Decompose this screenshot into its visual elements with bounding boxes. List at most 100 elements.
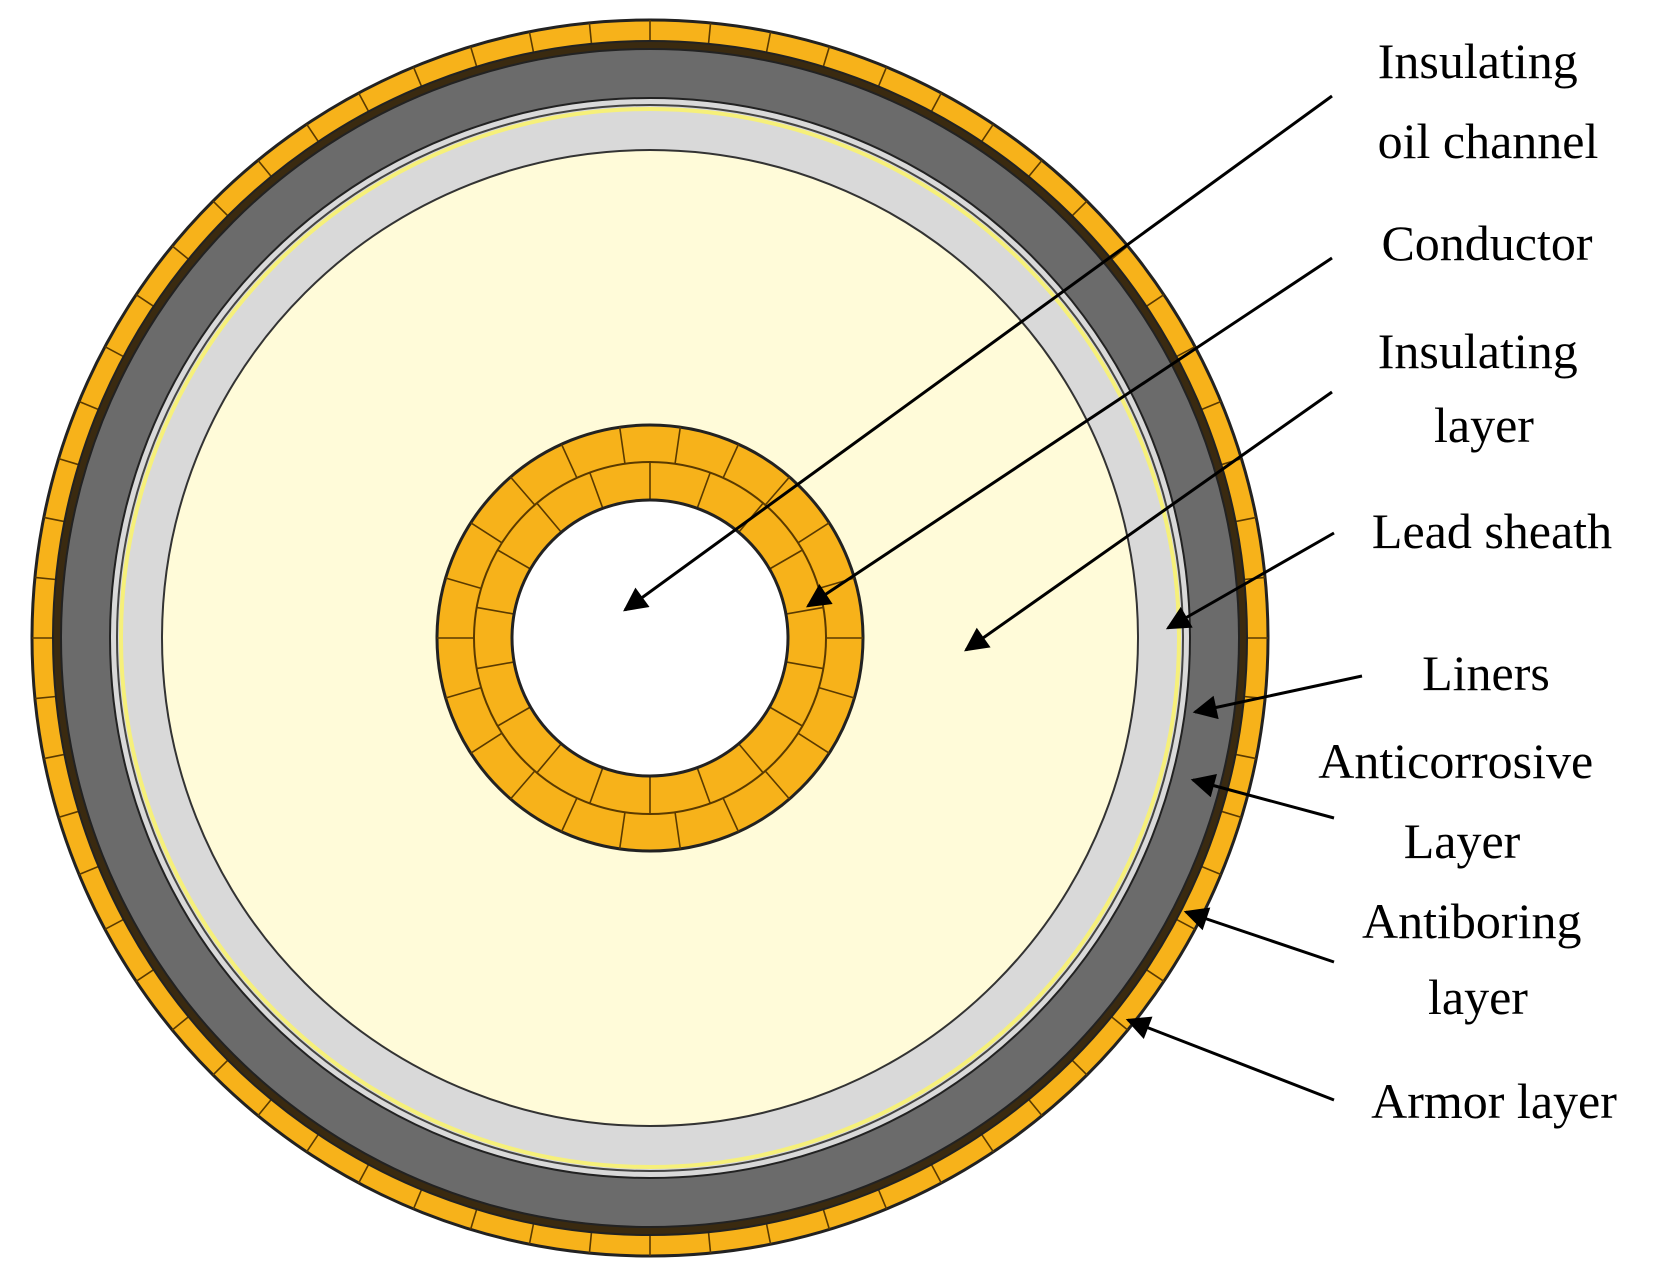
- armor-segment-seam: [877, 1189, 888, 1210]
- armor-segment-seam: [1201, 400, 1222, 411]
- label-insulating-layer-line2: layer: [1434, 397, 1534, 453]
- armor-segment-seam: [1071, 1059, 1088, 1076]
- armor-segment-seam: [981, 123, 995, 143]
- label-oil-channel-line1: Insulating: [1378, 33, 1578, 89]
- armor-segment-seam: [1071, 200, 1088, 217]
- conductor-segment-seam: [785, 606, 824, 615]
- conductor-segment-seam: [797, 522, 830, 544]
- armor-segment-seam: [528, 1223, 535, 1245]
- armor-segment-seam: [412, 1189, 423, 1210]
- armor-segment-seam: [1235, 516, 1257, 523]
- armor-segment-seam: [930, 1164, 943, 1184]
- armor-segment-seam: [412, 66, 423, 87]
- label-anticorrosive-layer: Anticorrosive Layer: [1318, 733, 1605, 869]
- cable-cross-section: [30, 18, 1270, 1258]
- conductor-segment-seam: [470, 732, 503, 754]
- liners: [119, 107, 1181, 1169]
- armor-segment-seam: [588, 1232, 593, 1254]
- armor-segment-seam: [1028, 159, 1043, 178]
- armor-segment-seam: [765, 31, 772, 53]
- label-oil-channel-line2: oil channel: [1378, 113, 1599, 169]
- armor-segment-seam: [171, 1016, 190, 1031]
- armor-segment-seam: [58, 810, 79, 819]
- armor-segment-seam: [58, 457, 79, 466]
- armor-segment-seam: [357, 92, 370, 112]
- arrow-lead-sheath: [1165, 531, 1335, 630]
- callout-arrows: [623, 94, 1363, 1102]
- label-conductor-line1: Conductor: [1381, 215, 1592, 271]
- armor-segment-seam: [257, 159, 272, 178]
- insulating-oil-channel: [510, 498, 790, 778]
- arrow-insulating-layer: [964, 390, 1333, 652]
- conductor-segment-seam: [470, 522, 503, 544]
- conductor-segment-seam: [497, 549, 531, 570]
- conductor-segment-seam: [589, 472, 604, 509]
- armor-segment-seam: [104, 918, 124, 931]
- label-armor-layer-line1: Armor layer: [1371, 1073, 1617, 1129]
- conductor-segment-seam: [509, 770, 536, 800]
- arrow-liners: [1192, 674, 1363, 720]
- label-oil-channel: Insulating oil channel: [1378, 33, 1599, 169]
- armor-segment-seam: [305, 1133, 319, 1153]
- conductor-segment-seam: [509, 476, 536, 506]
- label-conductor: Conductor: [1381, 215, 1592, 271]
- armor-segment-seam: [135, 293, 155, 307]
- conductor-segment-seam: [618, 812, 626, 849]
- armor-segment-seam: [469, 46, 478, 67]
- label-insulating-layer-line1: Insulating: [1378, 323, 1578, 379]
- armor-segment-seam: [34, 576, 56, 581]
- armor-segment-seam: [1235, 753, 1257, 760]
- conductor-segment-seam: [764, 476, 791, 506]
- armor-segment-seam: [1145, 293, 1165, 307]
- armor-segment-seam: [469, 1209, 478, 1230]
- conductor-segment-seam: [785, 661, 824, 670]
- armor-segment-seam: [1028, 1098, 1043, 1117]
- armor-segment-seam: [171, 245, 190, 260]
- armor-segment-seam: [1145, 969, 1165, 983]
- armor-segment-seam: [822, 46, 831, 67]
- conductor-segment-seam: [674, 427, 682, 464]
- armor-segment-seam: [104, 345, 124, 358]
- labels: Insulating oil channel Conductor Insulat…: [1318, 33, 1617, 1129]
- arrow-conductor: [806, 256, 1333, 608]
- armor-segment-seam: [981, 1133, 995, 1153]
- armor-segment-seam: [1201, 865, 1222, 876]
- conductor-segment-seam: [674, 812, 682, 849]
- arrow-armor-layer: [1125, 1016, 1335, 1102]
- armor-segment-seam: [212, 200, 229, 217]
- armor-segment-seam: [78, 865, 99, 876]
- armor-segment-seam: [135, 969, 155, 983]
- armor-segment-seam: [43, 753, 65, 760]
- armor-segment-seam: [707, 1232, 712, 1254]
- liners-outline: [116, 104, 1184, 1172]
- conductor-segment-seam: [722, 443, 740, 479]
- label-anticorrosive-layer-line1: Anticorrosive: [1318, 733, 1593, 789]
- armor-segment-seam: [1110, 1016, 1129, 1031]
- conductor-segment-seam: [536, 502, 562, 533]
- conductor-segment-seam: [818, 686, 855, 699]
- arrow-antiboring-layer: [1183, 907, 1335, 964]
- armor-segment-seam: [43, 516, 65, 523]
- armor-segment-seam: [34, 695, 56, 700]
- armor-segment-seam: [212, 1059, 229, 1076]
- armor-segment-seam: [930, 92, 943, 112]
- label-liners-line1: Liners: [1422, 645, 1550, 701]
- conductor-segment-seam: [618, 427, 626, 464]
- armor-segment-seam: [765, 1223, 772, 1245]
- conductor-segment-seam: [764, 770, 791, 800]
- conductor-segment-seam: [536, 743, 562, 774]
- label-antiboring-layer: Antiboring layer: [1362, 893, 1594, 1025]
- armor-layer-segments: [32, 20, 1268, 1256]
- conductor-segment-seam: [589, 767, 604, 804]
- label-insulating-layer: Insulating layer: [1378, 323, 1590, 453]
- label-anticorrosive-layer-line2: Layer: [1404, 813, 1521, 869]
- conductor-segment-seam: [797, 732, 830, 754]
- conductor-segment-seam: [696, 472, 711, 509]
- conductor-segment-seam: [722, 797, 740, 833]
- conductor-segment-seam: [560, 797, 578, 833]
- armor-segment-seam: [357, 1164, 370, 1184]
- conductor-segment-seam: [445, 686, 482, 699]
- label-lead-sheath: Lead sheath: [1372, 503, 1612, 559]
- armor-segment-seam: [305, 123, 319, 143]
